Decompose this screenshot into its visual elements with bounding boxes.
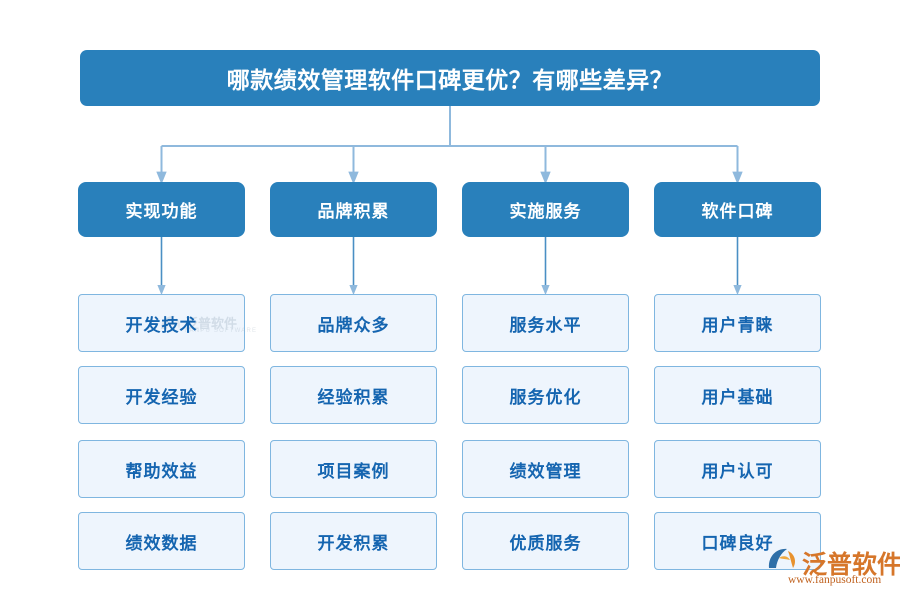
leaf-box-1-1[interactable]: 经验积累 bbox=[270, 366, 437, 424]
leaf-box-0-1[interactable]: 开发经验 bbox=[78, 366, 245, 424]
leaf-label-0-3: 绩效数据 bbox=[125, 533, 198, 553]
leaf-box-0-2[interactable]: 帮助效益 bbox=[78, 440, 245, 498]
category-box-1[interactable]: 品牌积累 bbox=[270, 182, 437, 237]
leaf-label-0-0: 开发技术 bbox=[125, 315, 198, 335]
leaf-label-0-2: 帮助效益 bbox=[125, 461, 198, 481]
leaf-label-3-0: 用户青睐 bbox=[701, 315, 774, 335]
page-title: 哪款绩效管理软件口碑更优？有哪些差异？ bbox=[226, 67, 674, 93]
leaf-label-2-2: 绩效管理 bbox=[509, 461, 582, 481]
leaf-box-1-0[interactable]: 品牌众多 bbox=[270, 294, 437, 352]
leaf-box-2-2[interactable]: 绩效管理 bbox=[462, 440, 629, 498]
category-box-2[interactable]: 实施服务 bbox=[462, 182, 629, 237]
leaf-label-3-1: 用户基础 bbox=[701, 387, 774, 407]
leaf-box-3-2[interactable]: 用户认可 bbox=[654, 440, 821, 498]
leaf-label-3-2: 用户认可 bbox=[701, 461, 774, 481]
category-label-3: 软件口碑 bbox=[701, 202, 774, 221]
leaf-label-1-3: 开发积累 bbox=[317, 533, 390, 553]
leaf-box-2-1[interactable]: 服务优化 bbox=[462, 366, 629, 424]
leaf-label-2-1: 服务优化 bbox=[509, 387, 582, 407]
leaf-box-0-3[interactable]: 绩效数据 bbox=[78, 512, 245, 570]
leaf-label-2-3: 优质服务 bbox=[509, 533, 582, 553]
leaf-box-2-3[interactable]: 优质服务 bbox=[462, 512, 629, 570]
category-label-0: 实现功能 bbox=[125, 202, 198, 221]
chart-title-box: 哪款绩效管理软件口碑更优？有哪些差异？ bbox=[80, 50, 820, 106]
brand-url: www.fanpusoft.com bbox=[788, 574, 882, 586]
category-label-2: 实施服务 bbox=[509, 202, 582, 221]
category-label-1: 品牌积累 bbox=[317, 202, 390, 221]
leaf-box-1-3[interactable]: 开发积累 bbox=[270, 512, 437, 570]
leaf-label-1-2: 项目案例 bbox=[317, 461, 390, 481]
leaf-box-3-3[interactable]: 口碑良好 bbox=[654, 512, 821, 570]
leaf-label-2-0: 服务水平 bbox=[509, 315, 582, 335]
leaf-label-1-0: 品牌众多 bbox=[317, 315, 390, 335]
leaf-label-0-1: 开发经验 bbox=[125, 387, 198, 407]
leaf-box-2-0[interactable]: 服务水平 bbox=[462, 294, 629, 352]
leaf-box-3-0[interactable]: 用户青睐 bbox=[654, 294, 821, 352]
leaf-label-1-1: 经验积累 bbox=[317, 387, 390, 407]
leaf-box-1-2[interactable]: 项目案例 bbox=[270, 440, 437, 498]
leaf-label-3-3: 口碑良好 bbox=[701, 533, 774, 553]
category-box-0[interactable]: 实现功能 bbox=[78, 182, 245, 237]
leaf-box-0-0[interactable]: 开发技术 泛普软件 FANPU SOFTWARE bbox=[78, 294, 256, 352]
category-box-3[interactable]: 软件口碑 bbox=[654, 182, 821, 237]
leaf-box-3-1[interactable]: 用户基础 bbox=[654, 366, 821, 424]
